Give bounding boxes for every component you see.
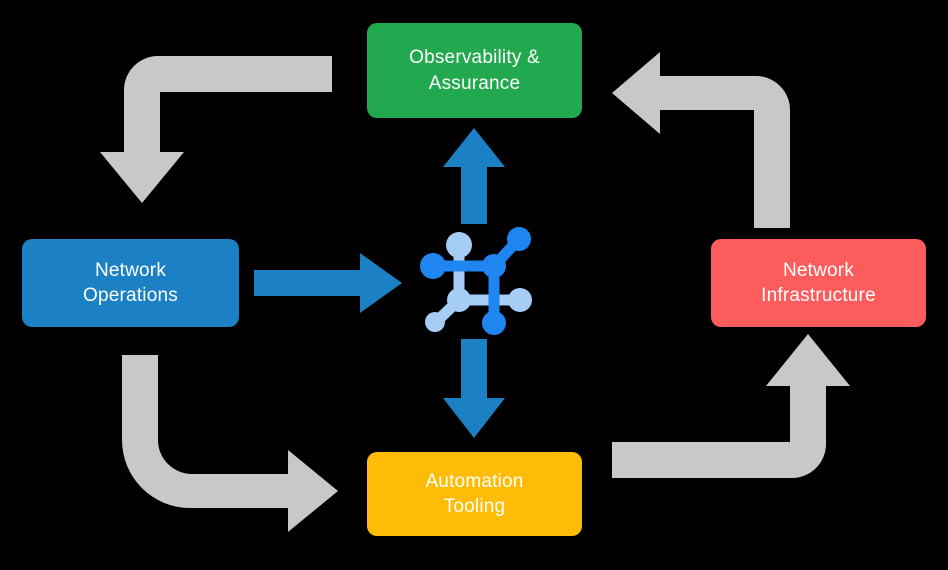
node-observability-assurance[interactable]: Observability & Assurance [367,23,582,118]
node-automation-label: Automation Tooling [425,470,524,517]
connector-center-to-observability [443,128,505,224]
node-infrastructure-label: Network Infrastructure [761,259,876,306]
connector-automation-to-infrastructure [612,334,850,478]
network-topology-icon [420,227,532,335]
node-automation-tooling[interactable]: Automation Tooling [367,452,582,536]
connector-operations-to-center [254,253,402,313]
node-network-operations[interactable]: Network Operations [22,239,239,327]
connector-observability-to-operations [100,56,332,203]
node-observability-label: Observability & Assurance [409,47,540,94]
connector-operations-to-automation [122,355,338,532]
node-operations-label: Network Operations [83,259,178,306]
connector-center-to-automation [443,339,505,438]
connector-infrastructure-to-observability [612,52,790,228]
node-network-infrastructure[interactable]: Network Infrastructure [711,239,926,327]
